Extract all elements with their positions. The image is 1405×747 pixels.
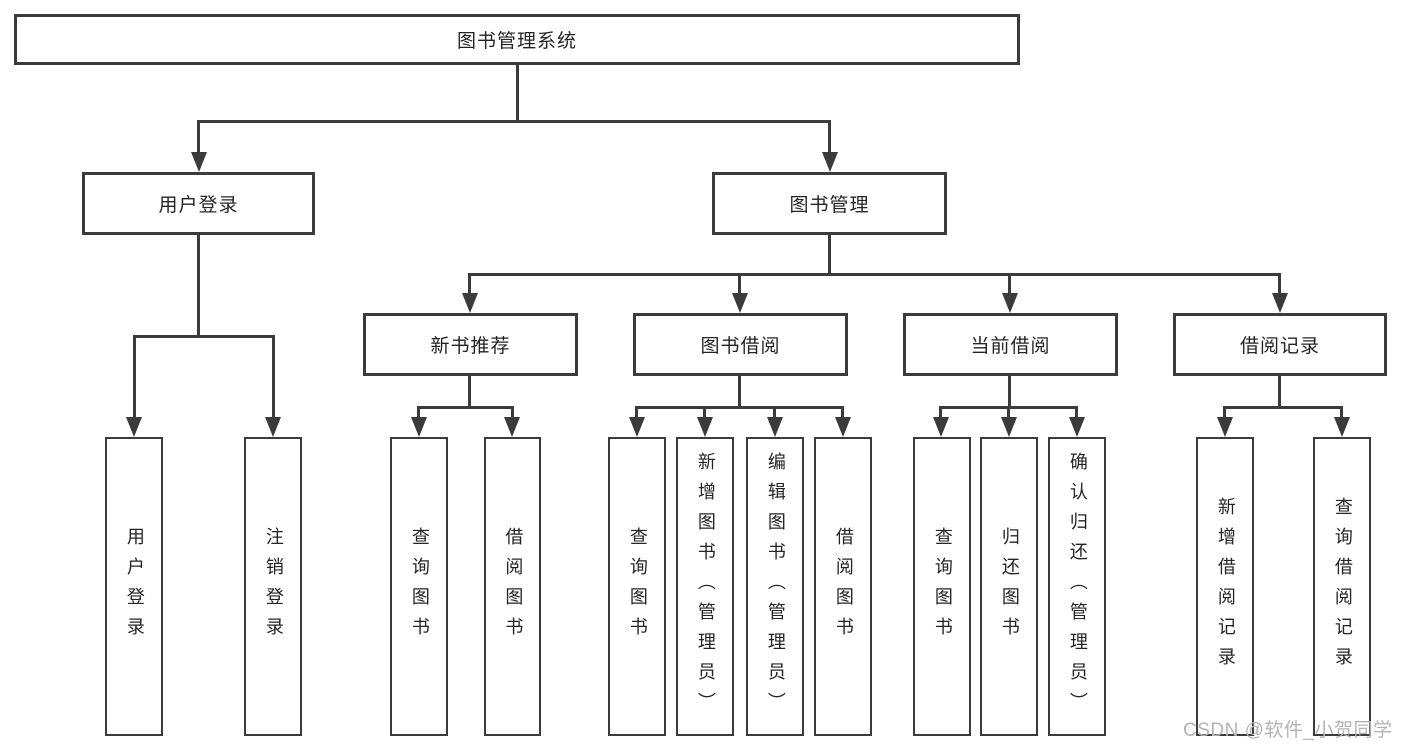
node-user-login-label: 用户登录	[158, 195, 239, 216]
connector-drop-leaf	[841, 406, 844, 422]
leaf-label: 确认归还（管理员）	[1067, 451, 1088, 722]
leaf-label: 借阅图书	[833, 526, 854, 647]
connector-l3-stem	[1278, 376, 1281, 408]
connector-book-mgmt-branch	[468, 273, 1281, 276]
arrowhead	[629, 417, 645, 437]
connector-l3-stem	[468, 376, 471, 408]
arrowhead	[767, 417, 783, 437]
arrowhead	[822, 152, 838, 172]
arrowhead	[1002, 293, 1018, 313]
node-user-login: 用户登录	[82, 172, 315, 235]
arrowhead	[411, 417, 427, 437]
connector-drop-leaf	[1007, 406, 1010, 422]
leaf-edit-books-admin: 编辑图书（管理员）	[746, 437, 804, 736]
connector-group-branch	[635, 406, 844, 409]
leaf-return-books: 归还图书	[980, 437, 1038, 736]
leaf-label: 新增借阅记录	[1215, 496, 1236, 677]
node-book-borrow-label: 图书借阅	[700, 336, 781, 357]
connector-drop-user-login	[197, 120, 200, 156]
arrowhead	[504, 417, 520, 437]
connector-user-login-branch	[133, 335, 275, 338]
leaf-label: 用户登录	[124, 526, 145, 647]
node-new-book-recommend: 新书推荐	[363, 313, 578, 376]
node-borrow-records-label: 借阅记录	[1239, 336, 1320, 357]
connector-book-mgmt-stem	[828, 235, 831, 275]
leaf-label: 查询图书	[627, 526, 648, 647]
arrowhead	[126, 417, 142, 437]
node-root-label: 图书管理系统	[456, 31, 577, 52]
arrowhead	[933, 417, 949, 437]
connector-drop-leaf	[1340, 406, 1343, 422]
leaf-label: 编辑图书（管理员）	[765, 451, 786, 722]
leaf-borrow-books-2: 借阅图书	[814, 437, 872, 736]
leaf-query-books-3: 查询图书	[913, 437, 971, 736]
connector-drop-leaf	[272, 335, 275, 421]
connector-user-login-stem	[197, 235, 200, 335]
connector-root-stem	[516, 65, 519, 120]
connector-drop-leaf	[1223, 406, 1226, 422]
connector-drop-leaf	[703, 406, 706, 422]
arrowhead	[265, 417, 281, 437]
leaf-borrow-books-1: 借阅图书	[484, 437, 541, 736]
node-new-book-recommend-label: 新书推荐	[430, 336, 511, 357]
node-book-borrow: 图书借阅	[633, 313, 848, 376]
node-book-management: 图书管理	[712, 172, 947, 235]
connector-l3-stem	[738, 376, 741, 408]
connector-drop-l3	[738, 273, 741, 297]
arrowhead	[697, 417, 713, 437]
leaf-query-books-2: 查询图书	[608, 437, 666, 736]
node-borrow-records: 借阅记录	[1173, 313, 1387, 376]
connector-drop-leaf	[511, 406, 514, 422]
arrowhead	[835, 417, 851, 437]
leaf-label: 注销登录	[263, 526, 284, 647]
arrowhead	[1217, 417, 1233, 437]
node-current-borrow: 当前借阅	[903, 313, 1118, 376]
arrowhead	[191, 152, 207, 172]
leaf-query-borrow-record: 查询借阅记录	[1313, 437, 1371, 736]
arrowhead	[732, 293, 748, 313]
leaf-user-login: 用户登录	[105, 437, 163, 736]
connector-drop-leaf	[773, 406, 776, 422]
leaf-label: 借阅图书	[503, 526, 524, 647]
leaf-label: 新增图书（管理员）	[695, 451, 716, 722]
arrowhead	[1001, 417, 1017, 437]
connector-drop-leaf	[635, 406, 638, 422]
connector-drop-leaf	[133, 335, 136, 421]
leaf-query-books-1: 查询图书	[390, 437, 448, 736]
connector-drop-leaf	[939, 406, 942, 422]
arrowhead	[462, 293, 478, 313]
connector-drop-book-mgmt	[828, 120, 831, 156]
leaf-add-borrow-record: 新增借阅记录	[1196, 437, 1254, 736]
node-root: 图书管理系统	[14, 14, 1020, 65]
connector-l3-stem	[1008, 376, 1011, 408]
leaf-label: 归还图书	[999, 526, 1020, 647]
connector-drop-l3	[1278, 273, 1281, 297]
node-book-management-label: 图书管理	[789, 195, 870, 216]
arrowhead	[1069, 417, 1085, 437]
csdn-watermark: CSDN @软件_小贺同学	[1183, 720, 1393, 741]
connector-drop-leaf	[1075, 406, 1078, 422]
connector-group-branch	[417, 406, 513, 409]
leaf-label: 查询借阅记录	[1332, 496, 1353, 677]
node-current-borrow-label: 当前借阅	[970, 336, 1051, 357]
connector-drop-l3	[1008, 273, 1011, 297]
arrowhead	[1334, 417, 1350, 437]
connector-root-branch	[197, 120, 831, 123]
connector-group-branch	[1223, 406, 1343, 409]
leaf-confirm-return-admin: 确认归还（管理员）	[1048, 437, 1106, 736]
arrowhead	[1272, 293, 1288, 313]
leaf-label: 查询图书	[932, 526, 953, 647]
connector-drop-l3	[468, 273, 471, 297]
leaf-label: 查询图书	[409, 526, 430, 647]
leaf-logout: 注销登录	[244, 437, 302, 736]
leaf-add-books-admin: 新增图书（管理员）	[676, 437, 734, 736]
connector-drop-leaf	[417, 406, 420, 422]
